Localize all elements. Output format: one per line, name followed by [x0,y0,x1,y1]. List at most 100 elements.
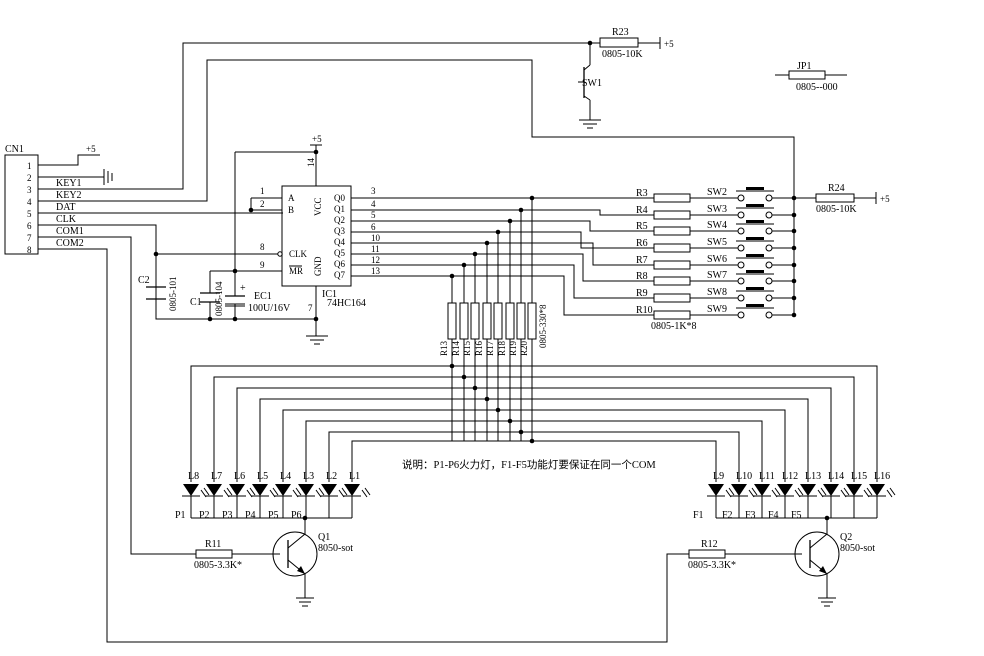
ic1-pin-13: 13 [371,266,381,276]
ic1-q4: Q4 [334,237,345,247]
key-resistor-ref: R9 [636,288,648,299]
pull-resistor-ref: R18 [497,340,507,356]
ic1-pin-8-num: 8 [260,242,265,252]
pull-resistor-ref: R20 [519,340,529,356]
resistor-r5 [653,226,691,236]
ic1-pin-1-name: A [288,193,295,203]
switch-contact [737,227,745,235]
pull-resistor-value: 0805-330*8 [538,304,548,348]
ic1-pin-5: 5 [371,210,376,220]
r12-value: 0805-3.3K* [688,560,736,571]
led-right-label: L14 [828,471,844,482]
ic1-pin-8-name: CLK [289,249,308,259]
key-resistor-ref: R3 [636,188,648,199]
ic1-74hc164: IC1 74HC164 VCC GND +5 14 7 1 A 2 B 8 CL… [153,134,381,345]
key-resistor-ref: R4 [636,205,648,216]
pull-resistor-ref: R17 [485,340,495,356]
capacitor-c1 [200,292,220,303]
ic1-gnd-pin: 7 [308,303,313,313]
pull-resistor-ref: R15 [462,340,472,356]
led-left-label: L4 [280,471,291,482]
transistor-q1: R11 0805-3.3K* Q1 8050-sot [194,518,353,607]
cn1-pin-1: 1 [27,161,32,171]
switch-label: SW5 [707,237,727,248]
pull-resistor-ref: R14 [451,340,461,356]
ic1-part: 74HC164 [327,298,366,309]
switch-contact [737,294,745,302]
resistor-r7 [653,260,691,270]
cn1-pin-2: 2 [27,173,32,183]
resistor-r19 [516,302,526,340]
led-l2-icon [321,484,337,496]
switch-label: SW7 [707,270,727,281]
ic1-q6: Q6 [334,259,345,269]
led-left-label: L5 [257,471,268,482]
ic1-q3: Q3 [334,226,345,236]
ic1-q5: Q5 [334,248,345,258]
ic1-vcc-pin: 14 [306,158,316,168]
switch-actuator [746,254,764,257]
cn1-pin-3: 3 [27,185,32,195]
cn1-pin-4: 4 [27,197,32,207]
led-right-label: L9 [713,471,724,482]
led-l5-icon [252,484,268,496]
switch-label: SW8 [707,287,727,298]
q1-emitter-arrow [297,566,305,574]
ic1-pin-9-name: MR [289,266,303,276]
ic1-gnd-label: GND [313,256,323,276]
resistor-r4 [653,210,691,220]
r11-value: 0805-3.3K* [194,560,242,571]
cn1-pin-7: 7 [27,233,32,243]
key-resistor-ref: R8 [636,271,648,282]
c1-value: 0805-104 [214,281,224,316]
ic1-outputs: Q0 Q1 Q2 Q3 Q4 Q5 Q6 Q7 3 4 5 6 10 11 12… [334,186,381,280]
led-group-label: P2 [199,510,210,521]
led-group-label: F3 [745,510,756,521]
led-l14-icon [823,484,839,496]
switch-actuator [746,187,764,190]
key-resistor-ref: R7 [636,255,648,266]
r23-supply: +5 [664,39,674,49]
transistor-q2: R12 0805-3.3K* Q2 8050-sot [688,518,875,607]
switch-label: SW6 [707,254,727,265]
led-group-label: P3 [222,510,233,521]
switch-contact [765,277,773,285]
net-dat-label: DAT [56,202,75,213]
resistor-r17 [493,302,503,340]
resistor-r18 [505,302,515,340]
resistor-r24 [815,193,855,203]
key-resistor-ref: R6 [636,238,648,249]
switch-actuator [746,304,764,307]
diagram-note: 说明：P1-P6火力灯，F1-F5功能灯要保证在同一个COM [402,458,656,471]
resistor-r15 [470,302,480,340]
sw1-label: SW1 [582,78,602,89]
led-group-label: F2 [722,510,733,521]
switch-label: SW9 [707,304,727,315]
ground-symbol-cn1 [103,169,113,185]
ic1-q0: Q0 [334,193,345,203]
resistor-r10 [653,310,691,320]
r24-supply: +5 [880,194,890,204]
led-group-label: F4 [768,510,779,521]
ic1-pin-12: 12 [371,255,380,265]
pull-resistor-ref: R19 [508,340,518,356]
ground-symbol-q2 [818,597,836,607]
ic1-pin-6: 6 [371,222,376,232]
led-left-label: L8 [188,471,199,482]
ic1-vcc-label: VCC [313,197,323,216]
switch-actuator [746,270,764,273]
switch-actuator [746,287,764,290]
led-l9-icon [708,484,724,496]
ic1-q7: Q7 [334,270,345,280]
ground-symbol-sw1 [579,119,601,129]
led-l8-icon [183,484,199,496]
led-left-label: L1 [349,471,360,482]
switch-contact [737,261,745,269]
led-l10-icon [731,484,747,496]
led-left-label: L7 [211,471,222,482]
resistor-r23 [599,37,639,48]
led-right-label: L16 [874,471,890,482]
switch-actuator [746,237,764,240]
connector-cn1: CN1 1 2 3 4 5 6 7 8 +5 KEY1 KEY2 DAT CLK… [4,42,795,643]
